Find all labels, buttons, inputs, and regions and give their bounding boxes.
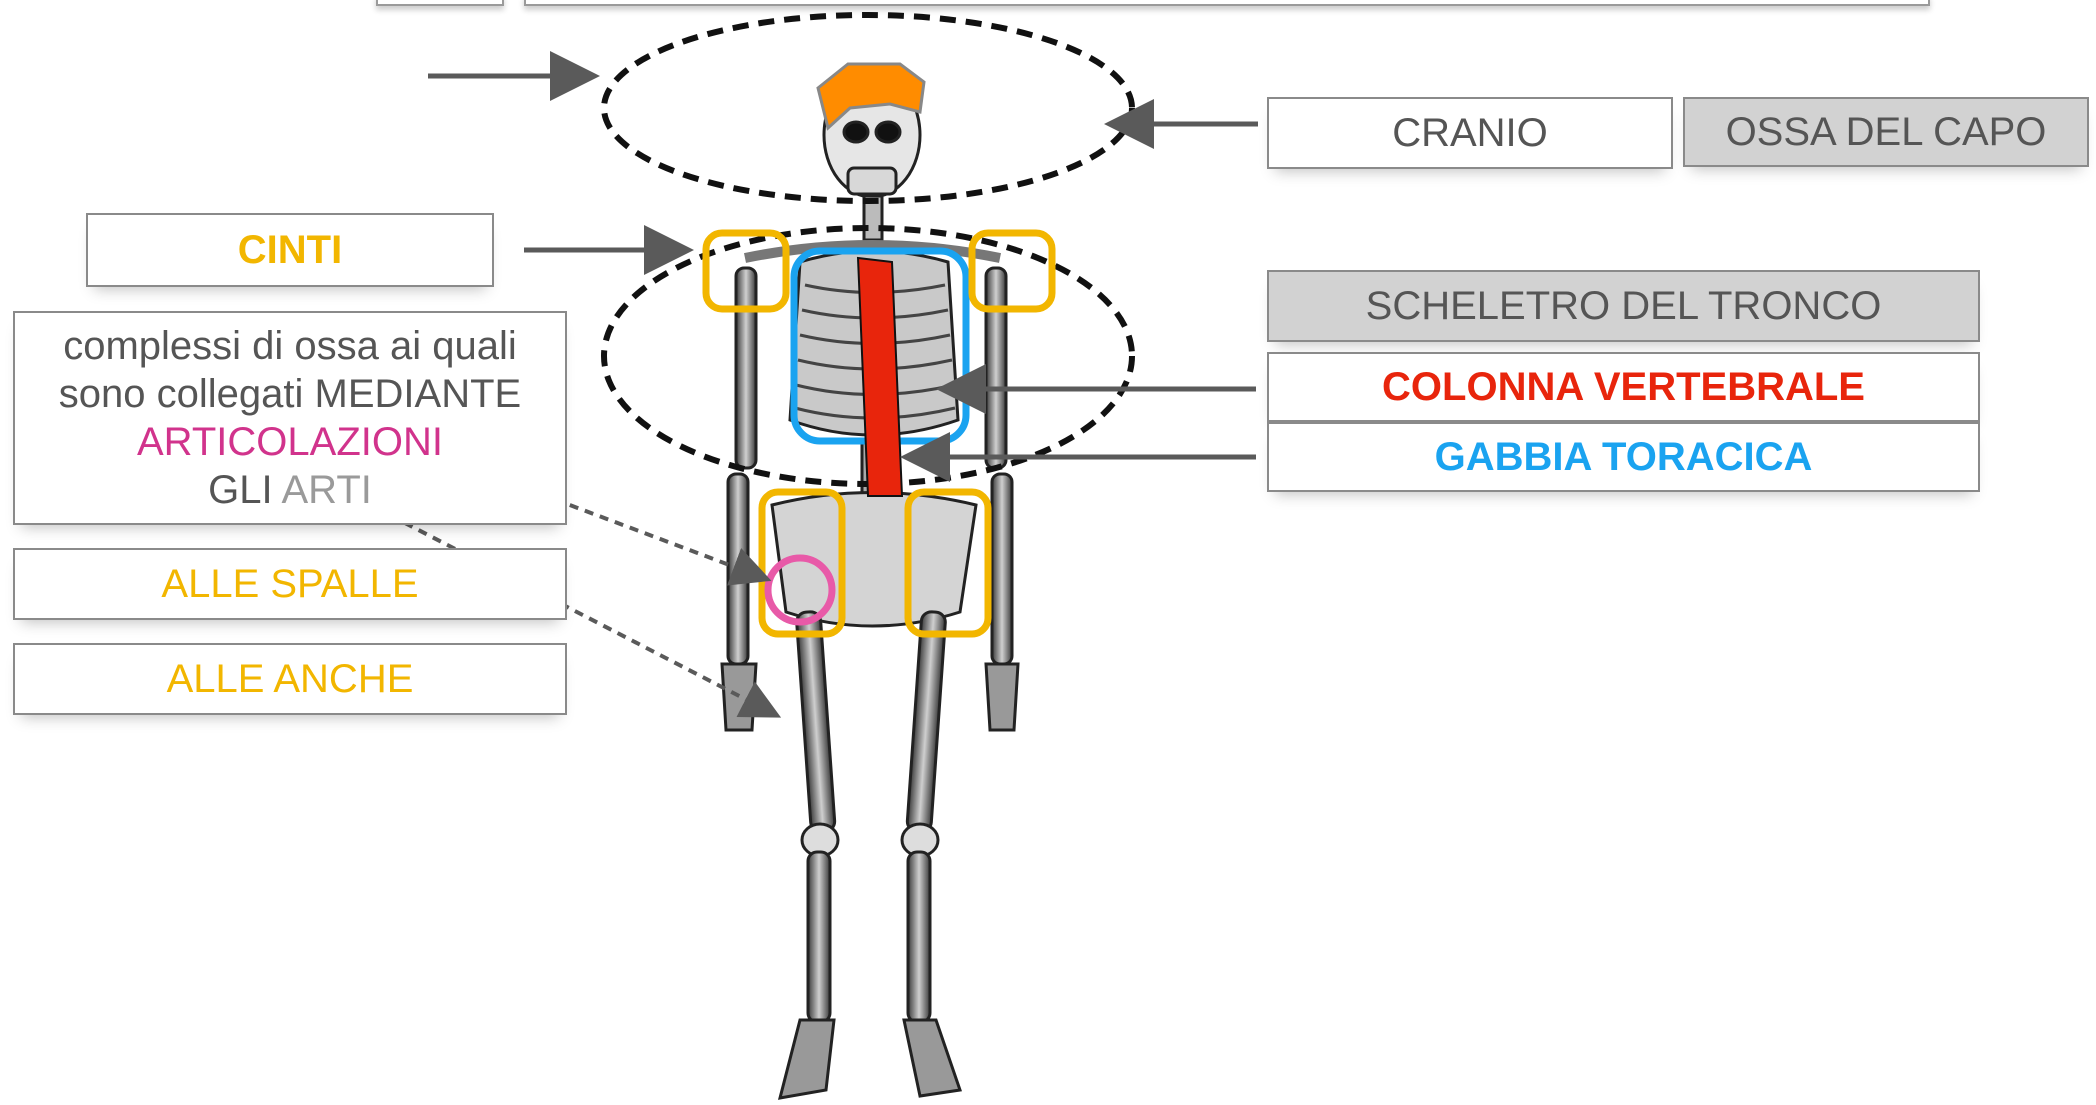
cranio-text: CRANIO	[1392, 111, 1548, 156]
ossa-del-capo-text: OSSA DEL CAPO	[1726, 110, 2047, 155]
jaw	[848, 168, 896, 194]
cinto-scapolare-right	[972, 233, 1052, 309]
eye-socket-right	[876, 122, 900, 142]
alle-spalle-text: ALLE SPALLE	[161, 562, 418, 607]
femur-left	[796, 611, 835, 832]
eye-socket-left	[844, 122, 868, 142]
upper-arm-left	[736, 268, 756, 468]
ossa-del-capo-label: OSSA DEL CAPO	[1683, 97, 2089, 167]
alle-anche-text: ALLE ANCHE	[167, 657, 414, 702]
gabbia-toracica-label: GABBIA TORACICA	[1267, 422, 1980, 492]
colonna-vertebrale-label: COLONNA VERTEBRALE	[1267, 352, 1980, 422]
alle-anche-label: ALLE ANCHE	[13, 643, 567, 715]
scheletro-del-tronco-text: SCHELETRO DEL TRONCO	[1366, 284, 1882, 329]
description-line-2: sono collegati MEDIANTE	[59, 370, 521, 418]
description-line-4: GLI ARTI	[208, 466, 372, 514]
scheletro-del-tronco-label: SCHELETRO DEL TRONCO	[1267, 270, 1980, 342]
cinti-description: complessi di ossa ai quali sono collegat…	[13, 311, 567, 525]
alle-spalle-label: ALLE SPALLE	[13, 548, 567, 620]
colonna-vertebrale-text: COLONNA VERTEBRALE	[1382, 365, 1865, 410]
cranio-label: CRANIO	[1267, 97, 1673, 169]
shin-right	[908, 852, 930, 1022]
hand-right	[986, 664, 1018, 730]
upper-arm-right	[986, 268, 1006, 468]
cinti-text: CINTI	[238, 228, 342, 273]
description-line-3: ARTICOLAZIONI	[137, 418, 443, 466]
cinti-label: CINTI	[86, 213, 494, 287]
shin-left	[808, 852, 830, 1022]
foot-left	[780, 1020, 834, 1098]
foot-right	[904, 1020, 960, 1096]
description-gli: GLI	[208, 468, 281, 512]
femur-right	[907, 611, 946, 832]
description-line-1: complessi di ossa ai quali	[63, 322, 517, 370]
forearm-right	[992, 474, 1012, 664]
gabbia-toracica-text: GABBIA TORACICA	[1435, 435, 1813, 480]
hand-left	[722, 664, 756, 730]
description-arti: ARTI	[282, 468, 372, 512]
